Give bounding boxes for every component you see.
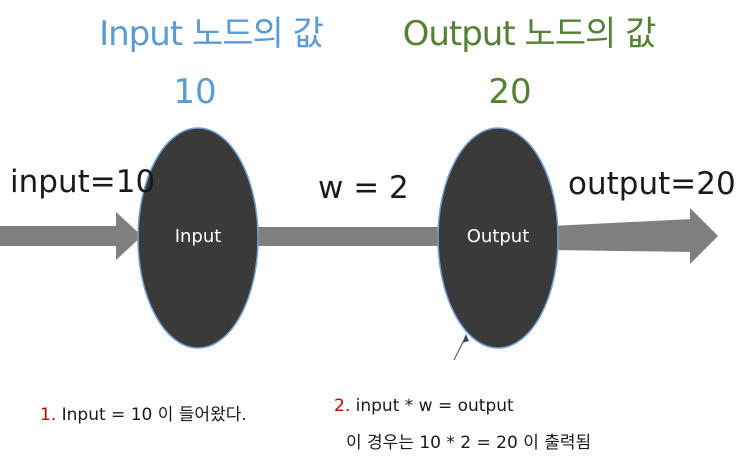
connection-line <box>255 227 445 246</box>
outgoing-value-label: output=20 <box>568 166 736 202</box>
outgoing-arrow-shaft <box>552 219 692 252</box>
note-1: 1. Input = 10 이 들어왔다. <box>40 400 247 425</box>
note-2-text: input * w = output <box>350 396 514 416</box>
output-node-label: Output <box>466 226 530 247</box>
note-1-number: 1. <box>40 405 57 425</box>
diagram-graphics <box>0 127 718 361</box>
output-node-title: Output 노드의 값 <box>402 14 657 54</box>
outgoing-arrow-head <box>690 208 718 264</box>
note-2-number: 2. <box>334 396 351 416</box>
note-2-line2: 이 경우는 10 * 2 = 20 이 출력됨 <box>346 433 592 453</box>
incoming-value-label: input=10 <box>10 164 156 200</box>
output-node-value: 20 <box>488 72 532 112</box>
input-node <box>137 127 259 349</box>
input-node-label: Input <box>174 226 222 247</box>
input-node-value: 10 <box>173 72 217 112</box>
pointer-head <box>462 334 469 343</box>
diagram-canvas: Input 노드의 값 10 Output 노드의 값 20 input=10 … <box>0 14 736 453</box>
note-1-text: Input = 10 이 들어왔다. <box>56 405 247 425</box>
incoming-arrow-head <box>116 212 142 260</box>
output-node <box>437 127 559 349</box>
input-node-title: Input 노드의 값 <box>99 14 324 54</box>
weight-label: w = 2 <box>318 170 409 206</box>
incoming-arrow-shaft <box>0 226 118 246</box>
note-2: 2. input * w = output <box>334 396 514 416</box>
